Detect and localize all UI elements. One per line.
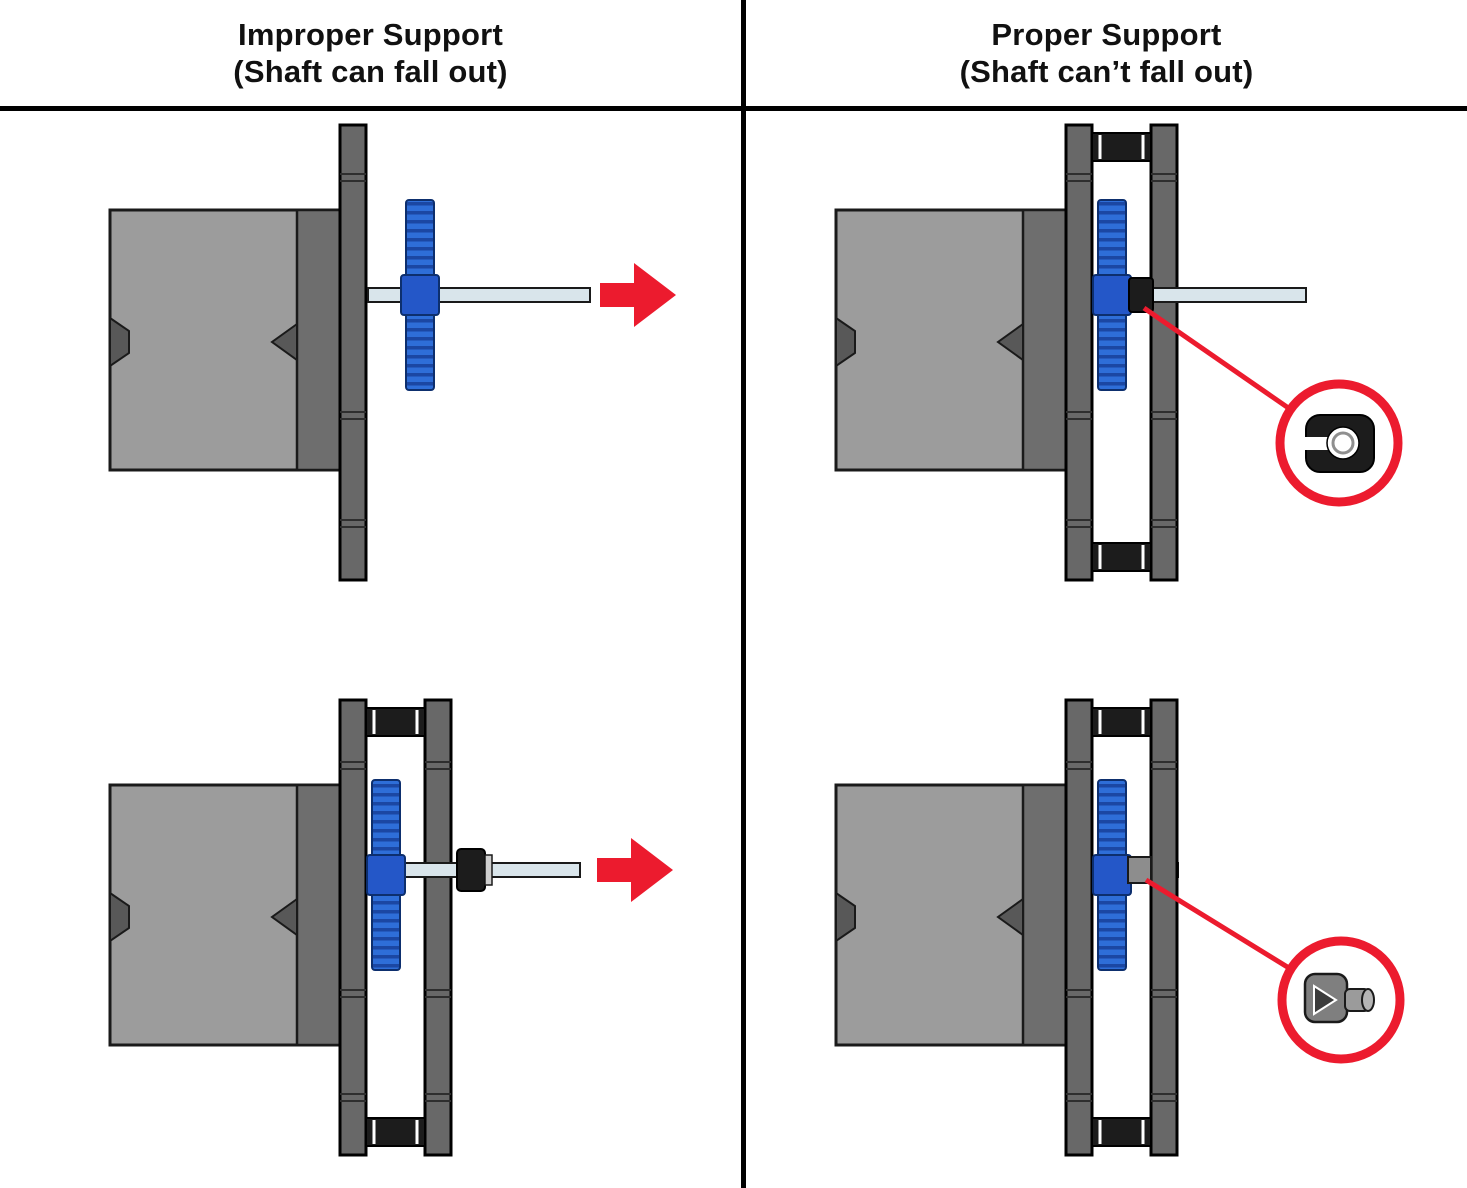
proper-screw-illustration	[834, 698, 1405, 1157]
shaft-collar	[1128, 277, 1154, 313]
plate-holes	[340, 761, 366, 1102]
standoff-bottom	[1091, 1117, 1152, 1147]
proper-subtitle: (Shaft can’t fall out)	[959, 54, 1254, 89]
standoff-bottom	[1091, 542, 1152, 572]
improper-single-plate-illustration	[108, 123, 676, 582]
motor	[108, 208, 347, 472]
standoff-top	[1091, 707, 1152, 737]
shaft-spacer	[1127, 856, 1152, 884]
pinion-gear	[1092, 199, 1132, 391]
outer-plate	[1149, 698, 1179, 1157]
horizontal-divider	[0, 106, 1467, 111]
plate-holes	[1066, 173, 1092, 528]
plate-holes	[425, 761, 451, 1102]
motor	[108, 783, 347, 1047]
standoff-top	[1091, 132, 1152, 162]
fall-out-arrow-icon	[600, 263, 676, 327]
improper-subtitle: (Shaft can fall out)	[233, 54, 508, 89]
plate-holes	[1151, 173, 1177, 528]
pinion-gear	[366, 779, 406, 971]
clamp-collar-icon	[1302, 414, 1375, 473]
proper-collar-illustration	[834, 123, 1403, 582]
outer-plate	[1149, 123, 1179, 582]
plate-holes	[340, 173, 366, 528]
loose-collar-nut	[456, 848, 493, 892]
improper-title: Improper Support	[238, 17, 503, 52]
standoff-bottom	[365, 1117, 426, 1147]
inner-plate	[338, 698, 368, 1157]
vertical-divider	[741, 0, 746, 1188]
proper-title: Proper Support	[991, 17, 1222, 52]
proper-header: Proper Support (Shaft can’t fall out)	[746, 0, 1467, 106]
improper-two-plate-illustration	[108, 698, 673, 1157]
pinion-gear	[1092, 779, 1132, 971]
motor	[834, 208, 1073, 472]
mounting-plate	[338, 123, 368, 582]
plate-holes	[1066, 761, 1092, 1102]
motor	[834, 783, 1073, 1047]
improper-header: Improper Support (Shaft can fall out)	[0, 0, 741, 106]
outer-plate	[423, 698, 453, 1157]
inner-plate	[1064, 123, 1094, 582]
socket-screw-icon	[1303, 972, 1375, 1024]
pinion-gear	[400, 199, 440, 391]
fall-out-arrow-icon	[597, 838, 673, 902]
standoff-top	[365, 707, 426, 737]
plate-holes	[1151, 761, 1177, 1102]
inner-plate	[1064, 698, 1094, 1157]
